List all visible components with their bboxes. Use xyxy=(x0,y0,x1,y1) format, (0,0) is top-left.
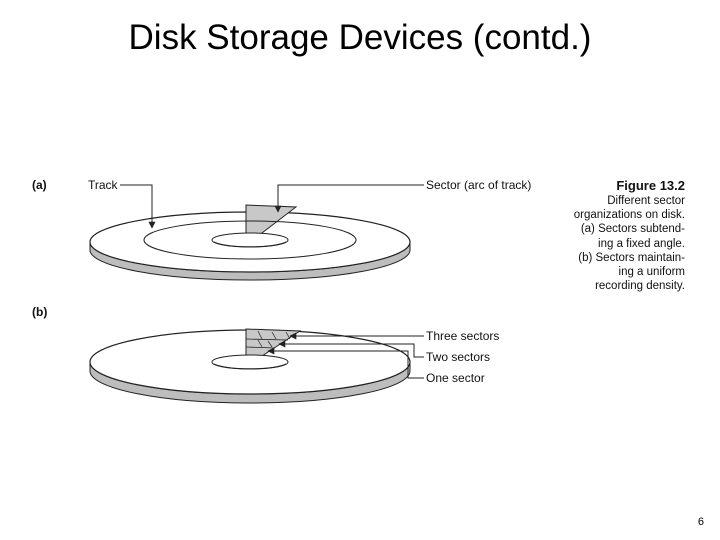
caption-line: (a) Sectors subtend- xyxy=(580,223,685,236)
track-callout xyxy=(120,184,156,229)
two-sectors-callout xyxy=(278,340,424,358)
disk-a-hub-inner xyxy=(213,241,287,248)
sector-callout xyxy=(274,184,424,213)
caption-line: ing a fixed angle. xyxy=(598,237,685,250)
sector-label: Sector (arc of track) xyxy=(426,178,531,192)
caption-line: Different sector xyxy=(607,195,685,207)
caption-line: (b) Sectors maintain- xyxy=(578,251,685,264)
disk-b-sector-divider-1 xyxy=(245,338,289,341)
part-a-label: (a) xyxy=(32,178,47,192)
caption-title: Figure 13.2 xyxy=(616,178,685,193)
page-number: 6 xyxy=(697,516,704,528)
disk-b xyxy=(89,328,411,404)
three-sectors-label: Three sectors xyxy=(426,329,499,343)
caption-line: recording density. xyxy=(595,280,685,293)
caption-line: ing a uniform xyxy=(618,266,685,279)
two-sectors-label: Two sectors xyxy=(426,350,490,364)
disk-a-track xyxy=(143,220,357,260)
disk-b-hub-inner xyxy=(213,363,287,370)
one-sector-label: One sector xyxy=(426,371,485,385)
caption-line: organizations on disk. xyxy=(573,209,685,222)
track-label: Track xyxy=(88,178,119,192)
one-sector-callout xyxy=(267,347,424,379)
part-b-label: (b) xyxy=(32,305,47,319)
slide-title: Disk Storage Devices (contd.) xyxy=(128,18,592,57)
figure-caption: Figure 13.2 Different sector organizatio… xyxy=(540,178,685,293)
disk-a xyxy=(89,204,411,281)
disk-b-sector-tick-2 xyxy=(257,339,273,348)
